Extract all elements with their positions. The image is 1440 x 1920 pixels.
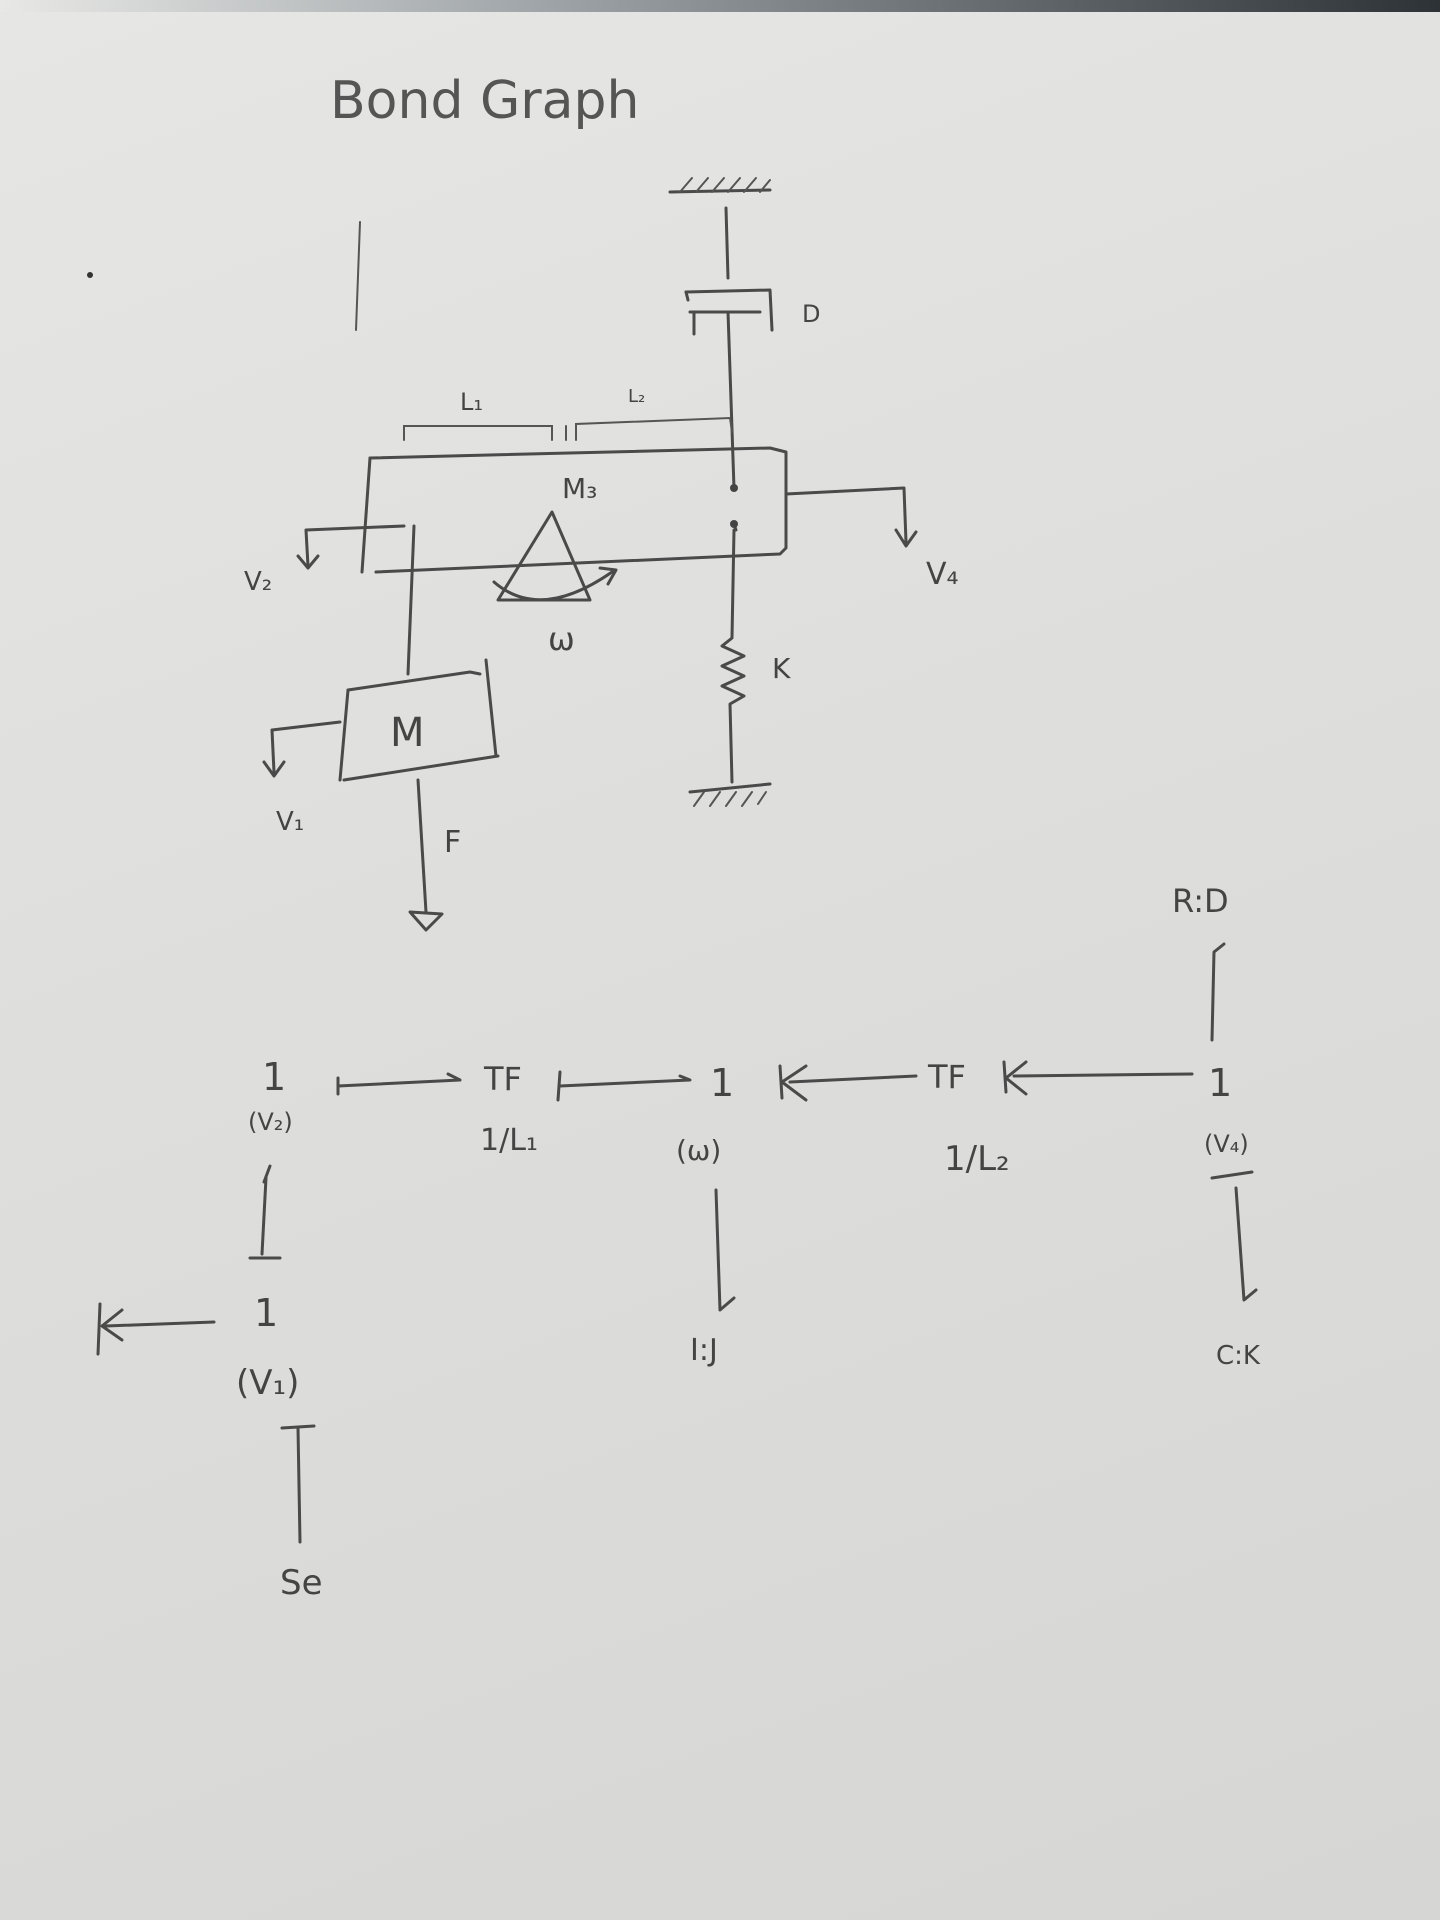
bond-v1-to-v2 bbox=[248, 1164, 282, 1260]
bond-source-to-v1 bbox=[280, 1424, 316, 1544]
page-title: Bond Graph bbox=[330, 71, 640, 131]
length-dimensions bbox=[403, 416, 733, 441]
mass-block bbox=[338, 658, 500, 782]
damper bbox=[684, 288, 774, 492]
damper-label: D bbox=[802, 300, 820, 328]
capacitor-label: C:K bbox=[1216, 1341, 1261, 1371]
tf-2-ratio: 1/L₂ bbox=[944, 1139, 1010, 1179]
tf-2-label: TF bbox=[927, 1058, 966, 1096]
junction-v2-variable: (V₂) bbox=[248, 1108, 293, 1136]
junction-v4-label: 1 bbox=[1208, 1061, 1232, 1105]
velocity-4-label: V₄ bbox=[926, 557, 959, 592]
bond-graph: R:D 1 (V₂) TF 1/L₁ 1 (ω) TF 1/L₂ bbox=[96, 882, 1261, 1603]
lever-bar bbox=[360, 446, 788, 574]
junction-v2-label: 1 bbox=[262, 1055, 286, 1099]
mass-label: M bbox=[390, 710, 425, 756]
bond-v2-to-tf1 bbox=[336, 1072, 462, 1096]
force-label: F bbox=[444, 825, 461, 860]
junction-v1-label: 1 bbox=[254, 1291, 278, 1335]
lever-mass-label: M₃ bbox=[562, 472, 597, 505]
force-arrow bbox=[408, 778, 444, 932]
stray-dot bbox=[87, 272, 93, 278]
bond-v1-left bbox=[96, 1302, 216, 1356]
pivot bbox=[492, 510, 618, 602]
tf-1-ratio: 1/L₁ bbox=[480, 1123, 538, 1158]
junction-w-label: 1 bbox=[710, 1061, 734, 1105]
bond-v4-to-capacitor bbox=[1210, 1170, 1258, 1302]
bond-v4-to-tf2 bbox=[1002, 1060, 1194, 1096]
spring-label: K bbox=[772, 652, 791, 685]
junction-v4-variable: (V₄) bbox=[1204, 1130, 1249, 1158]
v4-arrow bbox=[784, 486, 918, 548]
spring bbox=[688, 528, 772, 807]
mass-rod bbox=[406, 524, 416, 676]
ground-top bbox=[668, 177, 772, 280]
inertia-label: I:J bbox=[690, 1333, 718, 1368]
bond-tf1-to-junction-w bbox=[556, 1070, 692, 1102]
mechanical-schematic: D L₁ L₂ M₃ ω V₂ bbox=[244, 177, 959, 932]
bond-w-to-inertia bbox=[714, 1188, 736, 1312]
angular-velocity-label: ω bbox=[548, 620, 575, 658]
v2-arrow bbox=[296, 524, 406, 570]
length-2-label: L₂ bbox=[628, 386, 645, 407]
photo-top-edge bbox=[0, 0, 1440, 12]
velocity-2-label: V₂ bbox=[244, 567, 272, 597]
source-label: Se bbox=[280, 1563, 323, 1603]
bond-junction-v4-to-resistor bbox=[1210, 942, 1226, 1042]
junction-v1-variable: (V₁) bbox=[236, 1363, 299, 1403]
v1-arrow bbox=[262, 720, 342, 778]
stray-mark bbox=[355, 221, 361, 331]
bond-tf2-to-junction-w bbox=[778, 1064, 918, 1102]
length-1-label: L₁ bbox=[460, 388, 483, 416]
velocity-1-label: V₁ bbox=[276, 807, 304, 837]
resistor-label: R:D bbox=[1172, 882, 1229, 920]
tf-1-label: TF bbox=[483, 1060, 522, 1098]
junction-w-variable: (ω) bbox=[676, 1134, 721, 1167]
